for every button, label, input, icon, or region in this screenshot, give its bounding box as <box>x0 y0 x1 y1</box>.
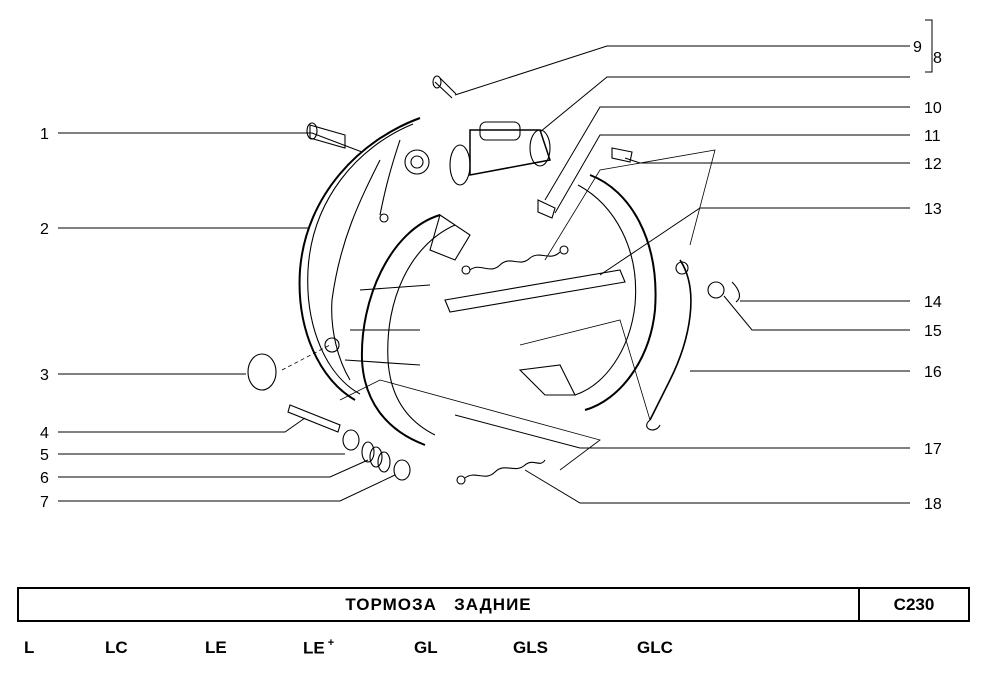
washer <box>707 281 725 299</box>
diagram-code: C230 <box>858 589 968 620</box>
variant-glc: GLC <box>637 638 673 657</box>
hold-down-spring <box>361 441 391 473</box>
callout-7: 7 <box>40 494 49 511</box>
leader-lines <box>58 19 933 504</box>
diagram-title: ТОРМОЗА ЗАДНИЕ <box>345 594 532 614</box>
lower-return-spring <box>456 459 546 485</box>
right-brake-shoe <box>518 174 657 411</box>
backing-plate <box>298 117 431 401</box>
bleed-screw <box>432 75 457 99</box>
callout-13: 13 <box>924 201 942 218</box>
shoe-hold-down-pin <box>287 404 341 433</box>
callout-11: 11 <box>924 128 941 145</box>
callout-14: 14 <box>924 294 942 311</box>
variant-le-plus-label: LE <box>303 638 325 658</box>
callout-10: 10 <box>924 100 942 117</box>
title-bar: ТОРМОЗА ЗАДНИЕ C230 <box>17 587 970 622</box>
callout-9: 9 <box>913 39 922 56</box>
pivot-pin <box>611 147 633 163</box>
assembly-guide-lines <box>281 149 716 471</box>
rubber-plug <box>247 353 277 391</box>
handbrake-lever <box>646 259 692 431</box>
callout-15: 15 <box>924 323 942 340</box>
model-variants-row: L LC LE LE+ GL GLS GLC <box>0 637 981 662</box>
strut-bar <box>444 269 626 313</box>
variant-le-plus: LE+ <box>303 637 335 659</box>
cotter-pin <box>731 281 741 303</box>
spring-cup <box>342 429 360 451</box>
wheel-cylinder <box>449 121 551 186</box>
callout-4: 4 <box>40 425 49 442</box>
callout-5: 5 <box>40 447 49 464</box>
brake-exploded-diagram: 1 2 3 4 5 6 7 8 9 10 11 12 13 14 15 16 1… <box>40 19 942 513</box>
callout-18: 18 <box>924 496 942 513</box>
stud <box>306 122 346 149</box>
variant-gls: GLS <box>513 638 548 657</box>
spring-cap <box>393 459 411 481</box>
variant-l: L <box>24 638 35 657</box>
callout-12: 12 <box>924 156 942 173</box>
variant-gl: GL <box>414 638 438 657</box>
upper-return-spring <box>461 245 569 275</box>
callout-8: 8 <box>933 50 942 67</box>
callout-3: 3 <box>40 367 49 384</box>
variant-le-plus-suffix: + <box>327 637 335 649</box>
left-brake-shoe <box>360 214 471 446</box>
variant-le: LE <box>205 638 227 657</box>
variant-lc: LC <box>105 638 128 657</box>
callout-1: 1 <box>40 126 49 143</box>
callout-2: 2 <box>40 221 49 238</box>
adjuster-pawl <box>537 199 556 219</box>
callout-16: 16 <box>924 364 942 381</box>
callout-6: 6 <box>40 470 49 487</box>
callout-17: 17 <box>924 441 942 458</box>
